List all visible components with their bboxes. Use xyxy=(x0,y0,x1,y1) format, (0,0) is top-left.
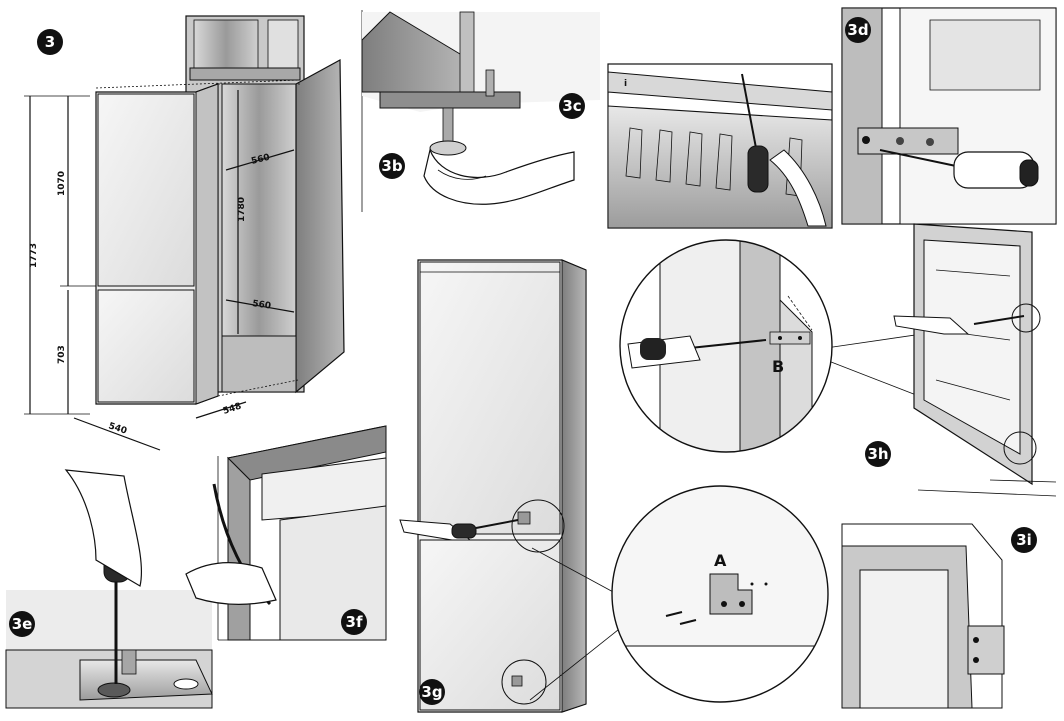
dim-upper-height: 1070 xyxy=(57,171,67,196)
base-plate xyxy=(379,91,521,109)
top-rail xyxy=(607,71,833,111)
cabinet-shelf xyxy=(189,67,301,81)
hinge-bracket-3i xyxy=(967,625,1005,675)
step-label-3c: 3c xyxy=(562,97,581,115)
appliance-3g-side xyxy=(561,259,587,713)
dim-lower-height: 703 xyxy=(57,345,67,364)
step-badge-3c xyxy=(559,93,585,119)
step-badge-3f xyxy=(341,609,367,635)
step-label-3b: 3b xyxy=(381,157,402,175)
screwdriver-handle xyxy=(747,145,769,193)
side-bracket xyxy=(857,127,959,155)
panel-3-niche: 1773 1070 703 1780 560 560 540 548 3 xyxy=(24,15,345,451)
cabinet-wall xyxy=(841,7,883,225)
step-badge-3g xyxy=(419,679,445,705)
dim-niche-height: 1780 xyxy=(237,197,247,222)
magnifier-a: A xyxy=(529,485,829,703)
hand-3f xyxy=(185,562,277,605)
step-badge-3d xyxy=(845,17,871,43)
panel-3h-door: 3h xyxy=(865,223,1041,486)
panel-3bc-feet: 3b 3c xyxy=(361,10,600,212)
step-label-3i: 3i xyxy=(1016,531,1032,549)
step-badge-3e xyxy=(9,611,35,637)
detail-circle-upper xyxy=(511,499,565,553)
appliance-3g-upper-door xyxy=(419,261,561,535)
bracket-label-b: B xyxy=(772,357,784,376)
step-label-3h: 3h xyxy=(867,445,888,463)
hand-3e xyxy=(64,469,143,587)
appliance-top-panel xyxy=(607,105,833,229)
step-label-3g: 3g xyxy=(421,683,442,701)
dimension-lines xyxy=(24,90,295,451)
door-liner xyxy=(929,19,1041,91)
panel-3f-gasket: 3f xyxy=(185,425,387,641)
svg-text:i: i xyxy=(624,79,627,89)
step-badge-3i xyxy=(1011,527,1037,553)
step-label-3e: 3e xyxy=(12,615,33,633)
magnifier-b-ring xyxy=(619,239,833,453)
bracket-label-a: A xyxy=(714,551,727,570)
cabinet-side-panel xyxy=(295,58,345,394)
panel-3i-hinge: 3i xyxy=(841,479,1057,709)
step-badge-3h xyxy=(865,441,891,467)
cabinet-upper-opening xyxy=(193,19,259,69)
door-edge-3f xyxy=(279,505,387,641)
step-label-3d: 3d xyxy=(847,21,868,39)
screwdriver-shaft xyxy=(741,73,757,149)
panel-top-screwing: i xyxy=(607,63,833,229)
magnifier-a-ring xyxy=(611,485,829,703)
panel-3g-appliance: 3g xyxy=(399,259,587,713)
panel-3e-foot: 3e xyxy=(5,469,213,709)
hand-adjusting-foot xyxy=(423,147,575,205)
step-badge-3 xyxy=(37,29,63,55)
appliance-upper-door xyxy=(97,93,195,287)
step-label-3: 3 xyxy=(45,33,55,51)
detail-circle-lower xyxy=(501,659,547,705)
hand-3h xyxy=(893,315,970,335)
niche-interior xyxy=(221,83,297,337)
appliance-3g-lower-door xyxy=(419,539,561,711)
magnifier-b: B xyxy=(619,239,1033,453)
cabinet-upper-side xyxy=(267,19,299,69)
appliance-side xyxy=(195,83,219,405)
dim-depth-side: 548 xyxy=(222,402,243,417)
adjustable-foot-screw xyxy=(442,107,454,145)
dim-depth-mid: 560 xyxy=(252,299,272,312)
niche-floor xyxy=(221,335,297,393)
appliance-lower-door xyxy=(97,289,195,403)
dim-depth-top: 560 xyxy=(250,153,271,167)
step-label-3f: 3f xyxy=(346,613,363,631)
dim-total-height: 1773 xyxy=(29,243,39,268)
screwdriver-shaft-3d xyxy=(879,149,957,167)
hand-top xyxy=(769,149,827,227)
panel-3d-bracket: 3d xyxy=(841,7,1057,225)
step-badge-3b xyxy=(379,153,405,179)
door-3h-liner xyxy=(923,239,1021,455)
appliance-post xyxy=(459,11,475,93)
adjustable-foot xyxy=(429,140,467,156)
